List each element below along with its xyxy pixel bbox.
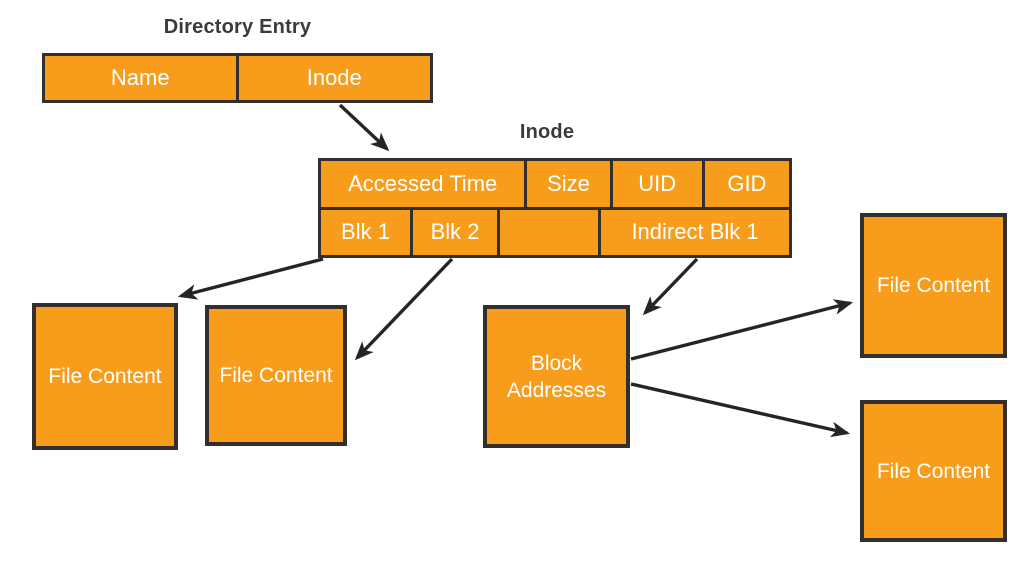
directory-entry-cell-name: Name [45, 56, 236, 100]
file-content-box-3: File Content [860, 213, 1007, 358]
inode-cell-gid: GID [704, 161, 790, 207]
inode-cell-blk2: Blk 2 [413, 209, 498, 255]
arrow-blk2-to-file-content-2 [354, 257, 454, 361]
arrow-blk1-to-file-content-1 [177, 257, 324, 300]
inode-cell-accessed-time: Accessed Time [321, 161, 525, 207]
inode-table: Accessed Time Size UID GID Blk 1 Blk 2 I… [318, 158, 792, 258]
inode-cell-uid: UID [612, 161, 702, 207]
directory-entry-cell-inode: Inode [238, 56, 430, 100]
directory-entry-table: Name Inode [42, 53, 433, 103]
directory-entry-row: Name Inode [45, 56, 430, 100]
file-content-box-4: File Content [860, 400, 1007, 542]
inode-cell-empty [500, 209, 599, 255]
inode-cell-blk1: Blk 1 [321, 209, 411, 255]
directory-entry-title: Directory Entry [163, 16, 312, 38]
arrow-indirect-blk1-to-block-addresses [642, 257, 699, 316]
file-content-box-2: File Content [205, 305, 347, 446]
inode-title: Inode [519, 121, 575, 143]
inode-row-1: Accessed Time Size UID GID [321, 161, 790, 207]
inode-cell-indirect-blk1: Indirect Blk 1 [601, 209, 789, 255]
block-addresses-box: Block Addresses [483, 305, 630, 448]
arrow-block-addresses-to-file-content-3 [630, 299, 854, 361]
inode-cell-size: Size [527, 161, 610, 207]
arrow-block-addresses-to-file-content-4 [630, 382, 851, 438]
inode-row-2: Blk 1 Blk 2 Indirect Blk 1 [321, 209, 789, 255]
file-content-box-1: File Content [32, 303, 178, 450]
